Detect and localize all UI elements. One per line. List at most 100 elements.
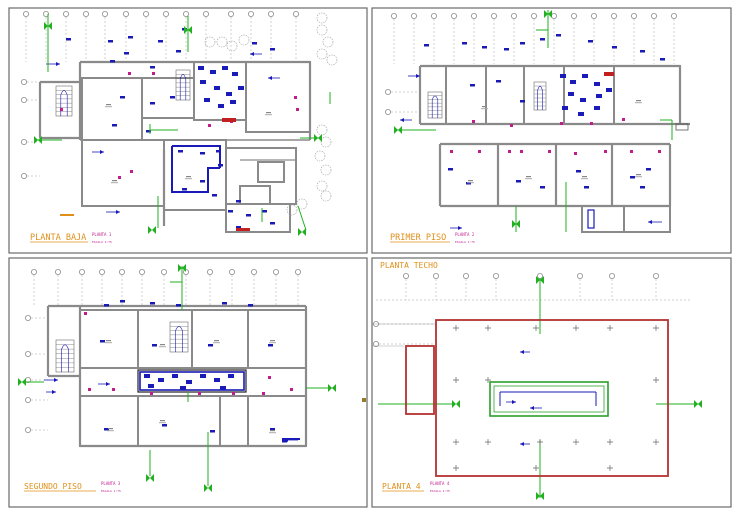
annotation-tag [448, 168, 453, 171]
annotation-tag [516, 180, 521, 183]
annotation-tag [124, 52, 129, 55]
room-tag-marker [290, 388, 293, 391]
tree-symbol-icon [226, 40, 238, 52]
room-outline [239, 185, 271, 205]
annotation-tag [594, 82, 600, 86]
room-tag-marker [478, 150, 481, 153]
section-arrow-head [520, 350, 524, 354]
column-grid-marker-icon [372, 340, 379, 347]
section-arrow-head [56, 62, 60, 66]
annotation-tag [222, 302, 227, 305]
room-label-line [269, 432, 276, 434]
column-cross-marker [453, 325, 459, 331]
section-arrow-head [100, 150, 104, 154]
annotation-tag [270, 48, 275, 51]
annotation-tag [150, 66, 155, 69]
room-label-line [107, 430, 114, 432]
panel-scale: ESCALA 1:75 [101, 489, 121, 493]
column-grid-marker-icon [119, 268, 126, 275]
annotation-tag [216, 150, 221, 153]
section-marker-icon [148, 226, 156, 234]
room-label-line [482, 106, 487, 108]
section-arrow-head [648, 220, 652, 224]
panel-frame-primer-piso [371, 7, 732, 254]
stair-outline [55, 339, 75, 373]
column-grid-marker-icon [571, 12, 578, 19]
skylight-outer [489, 381, 609, 417]
room-tag-marker [128, 72, 131, 75]
column-grid-marker-icon [651, 12, 658, 19]
room-tag-marker [510, 124, 513, 127]
column-grid-marker-icon [138, 268, 145, 275]
section-arrow-head [416, 74, 420, 78]
annotation-tag [158, 40, 163, 43]
stair-outline [533, 81, 547, 111]
annotation-tag [208, 344, 213, 347]
section-arrow-head [530, 406, 534, 410]
room-label-line [214, 340, 219, 342]
room-tag-marker [152, 72, 155, 75]
room-label-line [106, 104, 111, 106]
stair-direction-arrow [60, 90, 68, 116]
title-block-planta-baja: PLANTA BAJA PLANTA 1 ESCALA 1:75 [30, 232, 112, 244]
callout-red [222, 118, 236, 122]
room-tag-marker [268, 376, 271, 379]
column-grid-marker-icon [24, 350, 31, 357]
panel-scale: ESCALA 1:75 [430, 489, 450, 493]
room-tag-marker [450, 150, 453, 153]
room-label-line [159, 422, 166, 424]
column-grid-marker-icon [24, 396, 31, 403]
stair-direction-arrow [431, 95, 439, 118]
annotation-tag [146, 130, 151, 133]
column-grid-marker-icon [228, 268, 235, 275]
annotation-tag [580, 98, 586, 102]
room-tag-marker [548, 150, 551, 153]
annotation-tag [470, 84, 475, 87]
annotation-tag [158, 378, 164, 382]
section-marker-icon [34, 136, 42, 144]
annotation-tag [150, 302, 155, 305]
annotations-layer [44, 28, 689, 446]
column-grid-marker-icon [227, 10, 234, 17]
column-grid-marker-icon [671, 12, 678, 19]
annotation-tag [520, 100, 525, 103]
annotation-tag [230, 100, 236, 104]
stair-outline [169, 321, 189, 353]
column-cross-marker [453, 465, 459, 471]
column-grid-marker-icon [206, 268, 213, 275]
annotation-tag [214, 86, 220, 90]
annotation-tag [226, 92, 232, 96]
annotation-tag [120, 96, 125, 99]
section-arrow-head [52, 390, 56, 394]
column-grid-marker-icon [510, 12, 517, 19]
room-tag-marker [472, 120, 475, 123]
annotation-tag [218, 104, 224, 108]
annotation-tag [578, 112, 584, 116]
annotation-tag [220, 386, 226, 390]
corridor-frame [137, 369, 247, 393]
annotation-tag [182, 188, 187, 191]
section-arrow-head [54, 378, 58, 382]
room-label-line [525, 178, 532, 180]
annotation-tag [630, 176, 635, 179]
annotation-tag [252, 42, 257, 45]
column-grid-marker-icon [123, 10, 130, 17]
annotation-tag [120, 300, 125, 303]
section-marker-icon [18, 378, 26, 386]
annotation-tag [282, 440, 287, 443]
section-marker-icon [314, 134, 322, 142]
room-tag-marker [604, 150, 607, 153]
section-cut-line [297, 205, 307, 231]
column-grid-marker-icon [492, 272, 499, 279]
room-label-line [270, 430, 275, 432]
column-grid-marker-icon [653, 272, 660, 279]
room-label-line [112, 180, 117, 182]
annotation-tag [200, 152, 205, 155]
section-lines-layer [18, 10, 702, 500]
section-arrow-head [268, 76, 272, 80]
annotation-tag [104, 428, 109, 431]
panel-title: PLANTA BAJA [30, 233, 86, 243]
annotation-tag [270, 222, 275, 225]
annotation-tag [214, 378, 220, 382]
